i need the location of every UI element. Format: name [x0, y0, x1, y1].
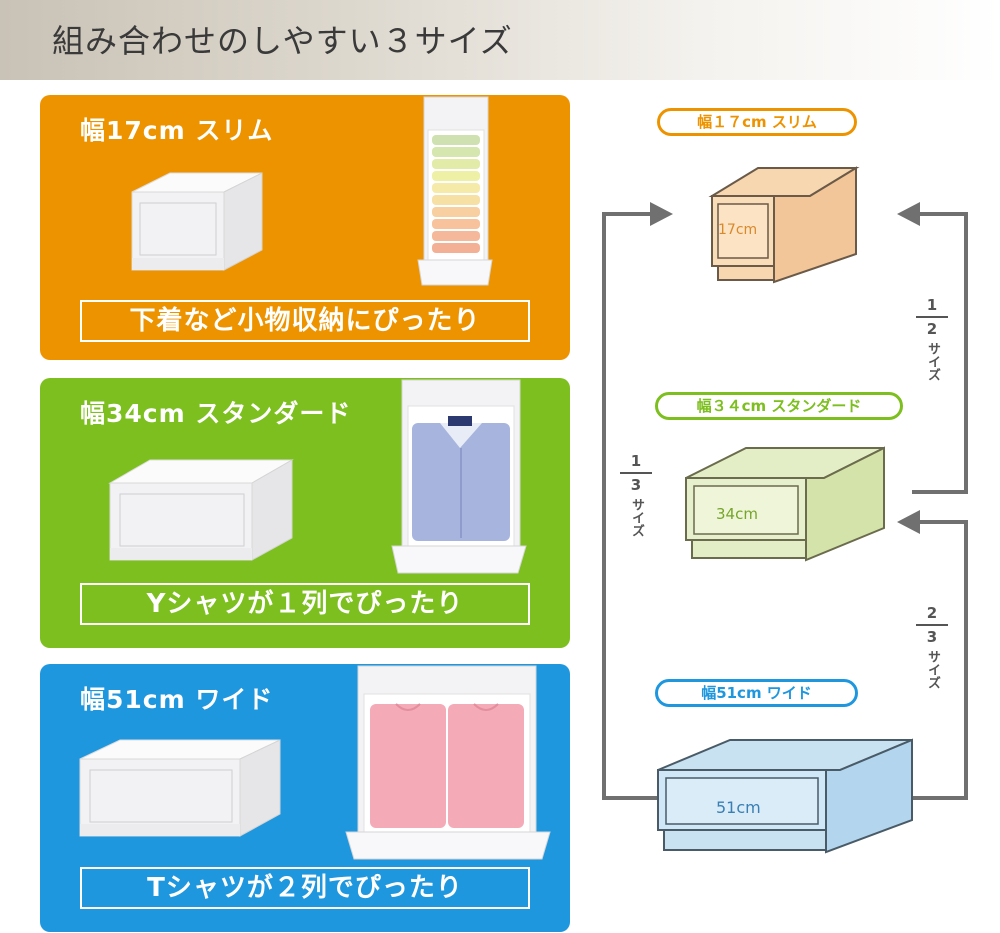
fraction-bar: [916, 316, 948, 318]
arrow-head-left: [650, 202, 673, 226]
fraction-two-thirds-word: サイズ: [925, 650, 940, 689]
box-size-standard: 34cm: [716, 505, 758, 523]
shirt-image: [412, 416, 510, 541]
panel-title-standard: 幅34cm スタンダード: [80, 399, 352, 428]
fraction-half-den: 2: [926, 320, 938, 338]
tshirt-image: [370, 703, 524, 828]
arrow-lines: [602, 212, 968, 800]
fraction-bar: [916, 624, 948, 626]
fraction-third: 1 3 サイズ: [616, 452, 656, 537]
caption-standard: Yシャツが１列でぴったり: [80, 583, 530, 625]
box-standard: [685, 446, 885, 562]
fraction-bar: [620, 472, 652, 474]
box-slim: [708, 166, 860, 284]
fraction-two-thirds-num: 2: [926, 604, 938, 622]
caption-slim: 下着など小物収納にぴったり: [80, 300, 530, 342]
header-banner: 組み合わせのしやすい３サイズ: [0, 0, 1000, 80]
standard-product-photo: [108, 379, 527, 574]
fraction-two-thirds: 2 3 サイズ: [912, 604, 952, 689]
fraction-half-num: 1: [926, 296, 938, 314]
fraction-half-word: サイズ: [925, 342, 940, 381]
arrow-head-right-top: [897, 202, 920, 226]
clothes-stack: [432, 135, 480, 253]
caption-wide: Tシャツが２列でぴったり: [80, 867, 530, 909]
panel-wide: 幅51cm ワイド Tシャツが２列でぴったり: [40, 664, 570, 932]
box-size-slim: 17cm: [718, 222, 758, 238]
fraction-third-word: サイズ: [629, 498, 644, 537]
panel-standard: 幅34cm スタンダード Yシャツが１列でぴったり: [40, 378, 570, 648]
page-title: 組み合わせのしやすい３サイズ: [52, 22, 513, 60]
panel-title-wide: 幅51cm ワイド: [80, 685, 274, 714]
slim-product-photo: [131, 96, 493, 286]
fraction-third-num: 1: [630, 452, 642, 470]
fraction-half: 1 2 サイズ: [912, 296, 952, 381]
label-wide: 幅51cm ワイド: [655, 679, 858, 707]
panel-slim: 幅17cm スリム 下着など小物収納にぴったり: [40, 95, 570, 360]
wide-product-photo: [79, 665, 551, 860]
box-wide: [657, 738, 913, 854]
box-size-wide: 51cm: [716, 798, 761, 817]
panel-title-slim: 幅17cm スリム: [80, 116, 274, 145]
fraction-third-den: 3: [630, 476, 642, 494]
label-slim: 幅１７cm スリム: [657, 108, 857, 136]
fraction-two-thirds-den: 3: [926, 628, 938, 646]
label-standard: 幅３４cm スタンダード: [655, 392, 903, 420]
arrow-head-right-mid: [897, 510, 920, 534]
